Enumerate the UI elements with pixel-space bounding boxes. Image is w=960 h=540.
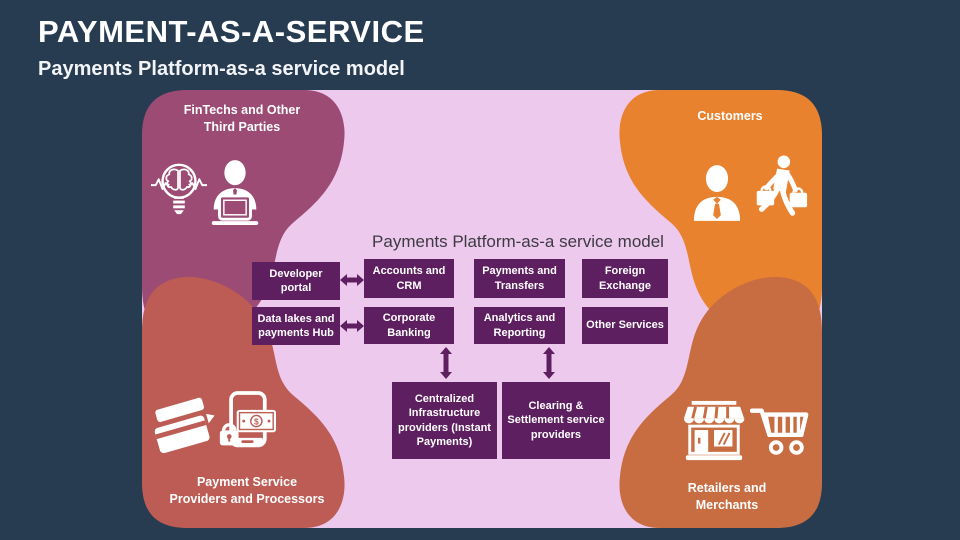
centralized-infrastructure-box: Centralized Infrastructure providers (In… — [392, 382, 497, 459]
payment-providers-label-line2: Providers and Processors — [169, 491, 325, 506]
payment-providers-label: Payment Service Providers and Processors — [152, 474, 342, 508]
clearing-settlement-box: Clearing & Settlement service providers — [502, 382, 610, 459]
analytics-reporting-box: Analytics and Reporting — [474, 307, 565, 344]
retailers-label: Retailers and Merchants — [647, 480, 807, 514]
innovation-lightbulb-brain-icon — [150, 163, 208, 215]
person-at-laptop-icon — [211, 160, 259, 225]
payment-providers-blob — [142, 276, 345, 528]
payments-transfers-box: Payments and Transfers — [474, 259, 565, 298]
customers-label-line1: Customers — [697, 109, 763, 123]
business-person-icon — [693, 165, 741, 221]
data-lakes-box: Data lakes and payments Hub — [252, 307, 340, 345]
bidirectional-arrow-clearing-platform — [543, 347, 555, 379]
other-services-box: Other Services — [582, 307, 668, 344]
fintechs-label: FinTechs and Other Third Parties — [177, 102, 307, 136]
page-title: PAYMENT-AS-A-SERVICE — [38, 14, 425, 49]
corporate-banking-box: Corporate Banking — [364, 307, 454, 344]
foreign-exchange-box: Foreign Exchange — [582, 259, 668, 298]
svg-text:$: $ — [254, 416, 259, 426]
retailers-label-line2: Merchants — [695, 497, 759, 512]
accounts-crm-box: Accounts and CRM — [364, 259, 454, 298]
retailers-label-line1: Retailers and — [687, 481, 767, 495]
payment-providers-label-line1: Payment Service — [196, 475, 298, 489]
credit-cards-icon — [154, 397, 215, 454]
shopper-with-bags-icon — [756, 155, 808, 216]
customers-label: Customers — [655, 108, 805, 125]
bidirectional-arrow-datalakes-corporate — [340, 320, 364, 332]
platform-heading: Payments Platform-as-a service model — [372, 232, 664, 251]
bidirectional-arrow-centralized-platform — [440, 347, 452, 379]
secure-mobile-payment-icon: $ — [219, 391, 276, 448]
diagram-panel: FinTechs and Other Third Parties Custome… — [142, 90, 822, 528]
shopping-cart-icon — [750, 408, 809, 455]
page-subtitle: Payments Platform-as-a service model — [38, 58, 405, 80]
fintechs-label-line2: Third Parties — [203, 119, 281, 134]
fintechs-label-line1: FinTechs and Other — [183, 103, 301, 117]
storefront-icon — [683, 400, 745, 461]
bidirectional-arrow-developer-accounts — [340, 274, 364, 286]
developer-portal-box: Developer portal — [252, 262, 340, 300]
